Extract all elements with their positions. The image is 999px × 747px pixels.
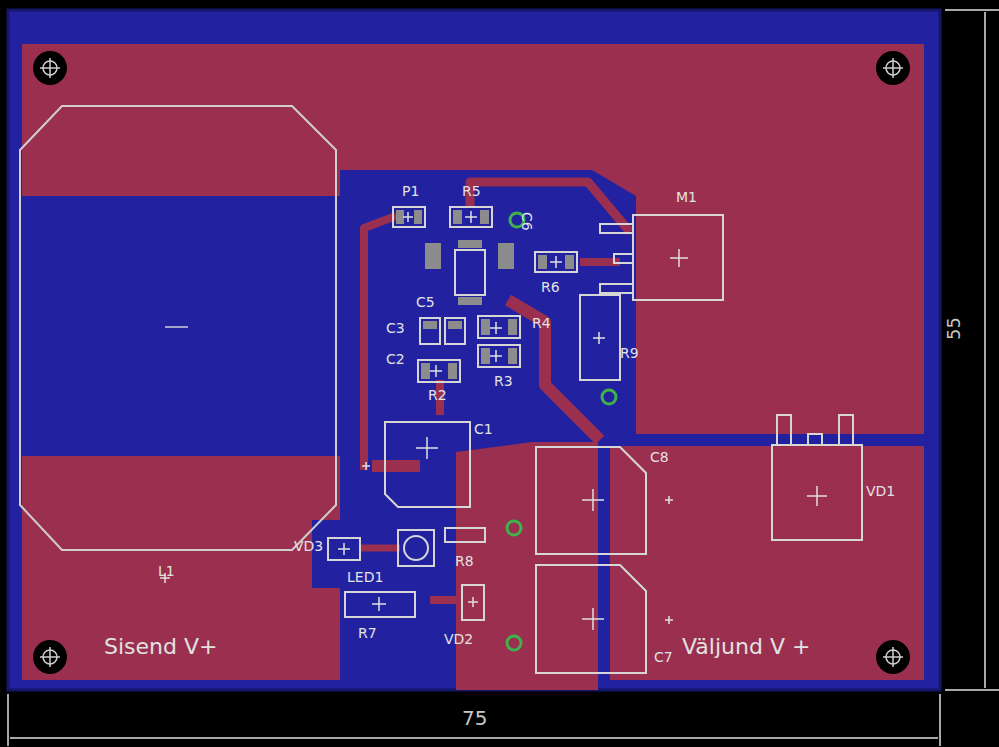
part-name: R4 bbox=[532, 316, 551, 330]
origin-cross bbox=[160, 211, 827, 630]
dimension-value: 75 bbox=[462, 708, 487, 728]
dimension-value: 55 bbox=[945, 317, 963, 340]
part-name: R9 bbox=[620, 346, 639, 360]
copper-pour bbox=[22, 44, 924, 690]
part-name: C5 bbox=[416, 295, 435, 309]
part-name: C8 bbox=[650, 450, 669, 464]
net-label: Väljund V + bbox=[682, 636, 810, 658]
dimension-line bbox=[8, 10, 999, 746]
part-name: C2 bbox=[386, 352, 405, 366]
part-name: C6 bbox=[520, 212, 534, 231]
mounting-hole bbox=[33, 51, 910, 674]
part-name: R7 bbox=[358, 626, 377, 640]
part-name: LED1 bbox=[347, 570, 383, 584]
part-name: P1 bbox=[402, 184, 419, 198]
part-name: C3 bbox=[386, 321, 405, 335]
net-label: Sisend V+ bbox=[104, 636, 217, 658]
component-outline bbox=[328, 207, 862, 673]
part-name: C7 bbox=[654, 650, 673, 664]
part-name: VD2 bbox=[444, 632, 473, 646]
part-name: R6 bbox=[541, 280, 560, 294]
copper-trace bbox=[360, 182, 630, 600]
part-name: VD3 bbox=[294, 539, 323, 553]
part-name: R8 bbox=[455, 554, 474, 568]
smd-pad bbox=[396, 210, 574, 379]
part-name: L1 bbox=[158, 564, 175, 578]
inductor-outline bbox=[20, 106, 336, 550]
part-name: VD1 bbox=[866, 484, 895, 498]
via bbox=[507, 213, 616, 650]
part-name: C1 bbox=[474, 422, 493, 436]
part-name: R5 bbox=[462, 184, 481, 198]
part-name: R3 bbox=[494, 374, 513, 388]
board bbox=[8, 10, 940, 690]
minus-mark bbox=[165, 326, 188, 328]
part-name: M1 bbox=[676, 190, 697, 204]
part-name: R2 bbox=[428, 388, 447, 402]
